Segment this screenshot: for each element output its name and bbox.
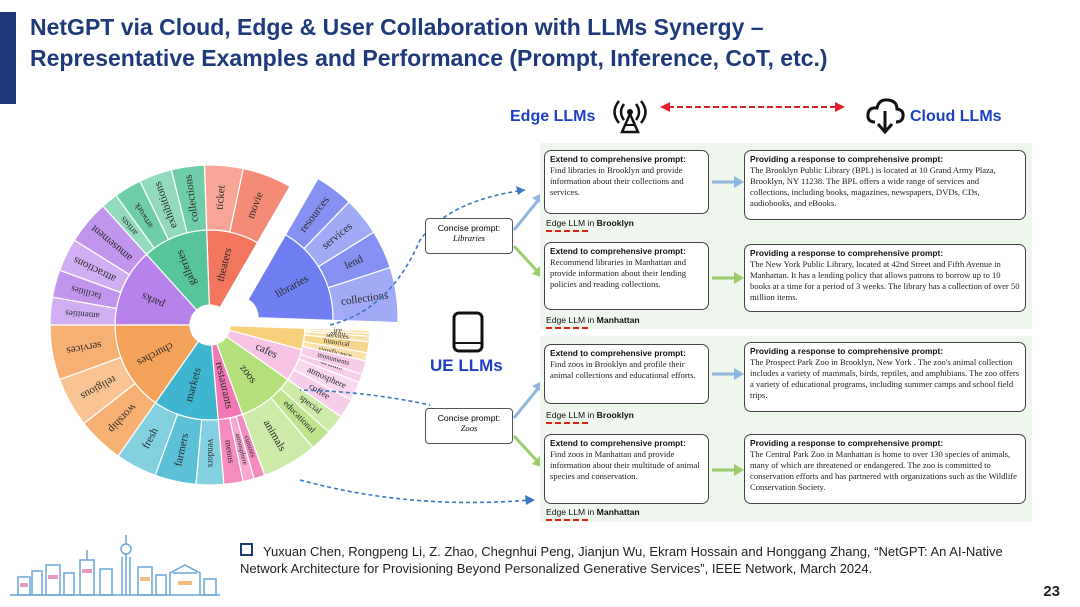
antenna-icon [613,100,647,134]
edge-llm-city: Manhattan [596,315,640,325]
sunburst-outer-segment [299,345,367,376]
sunburst-outer-segment [58,239,131,294]
edge-llm-location: Edge LLM in Brooklyn [546,218,634,232]
sunburst-outer-segment [170,164,208,234]
sunburst-outer-label: amenities [64,308,100,321]
extend-prompt-box: Extend to comprehensive prompt: Recommen… [544,242,709,310]
edge-llm-location: Edge LLM in Manhattan [546,507,640,521]
concise-prompt-zoos: Concise prompt: Zoos [425,408,513,444]
sunburst-outer-label: swim [330,328,346,337]
extend-prompt-text: Recommend libraries in Manhattan and pro… [550,257,687,289]
extend-prompt-box: Extend to comprehensive prompt: Find zoo… [544,344,709,404]
title-line-2: Representative Examples and Performance … [30,45,828,71]
slide-title: NetGPT via Cloud, Edge & User Collaborat… [30,12,1060,74]
prompt-link-arrows [300,186,535,505]
sunburst-outer-segment [229,167,291,244]
extend-prompt-text: Find libraries in Brooklyn and provide i… [550,165,684,197]
response-heading: Providing a response to comprehensive pr… [750,346,944,356]
topic-sunburst-chart: librariestheatersgalleriesparkschurchesm… [49,164,399,486]
edge-llm-location: Edge LLM in Manhattan [546,315,640,329]
response-text: The New York Public Library, located at … [750,259,1020,302]
extend-prompt-heading: Extend to comprehensive prompt: [550,438,686,448]
cloud-response-box: Providing a response to comprehensive pr… [744,244,1026,312]
edge-llm-city: Brooklyn [596,410,634,420]
edge-llm-location: Edge LLM in Brooklyn [546,410,634,424]
sunburst-outer-label: ice [334,326,343,334]
response-heading: Providing a response to comprehensive pr… [750,438,944,448]
sunburst-outer-segment [51,269,122,310]
concise-prompt-value: Zoos [460,423,478,433]
sunburst-outer-label: vendors [206,439,216,468]
cloud-response-box: Providing a response to comprehensive pr… [744,342,1026,412]
extend-prompt-text: Find zoos in Manhattan and provide infor… [550,449,700,481]
page-number: 23 [1043,583,1060,600]
sunburst-outer-segment [203,164,244,233]
edge-llm-city: Manhattan [596,507,640,517]
flow-arrow [712,464,744,476]
cloud-download-icon [866,98,905,135]
extend-prompt-text: Find zoos in Brooklyn and profile their … [550,359,696,380]
sunburst-outer-segment [154,413,203,486]
title-line-1: NetGPT via Cloud, Edge & User Collaborat… [30,14,764,40]
bullet-square-icon [240,543,253,556]
edge-llm-city: Brooklyn [596,218,634,228]
edge-llm-label: Edge LLM in [546,507,595,517]
sunburst-outer-segment [286,368,353,418]
sunburst-outer-segment [241,396,314,477]
title-accent-bar [0,12,16,104]
sunburst-outer-segment [270,387,330,449]
sunburst-outer-segment [139,169,188,241]
sunburst-outer-segment [217,417,244,486]
response-text: The Central Park Zoo in Manhattan is hom… [750,449,1017,492]
cloud-response-box: Providing a response to comprehensive pr… [744,150,1026,220]
ue-llms-heading: UE LLMs [430,356,503,375]
response-text: The Brooklyn Public Library (BPL) is loc… [750,165,996,208]
sunburst-outer-segment [73,205,148,276]
sunburst-outer-segment [102,194,155,256]
concise-prompt-label: Concise prompt: [437,223,501,233]
sunburst-outer-segment [279,378,342,433]
sunburst-outer-segment [49,296,118,326]
sunburst-outer-segment [58,356,136,425]
concise-prompt-libraries: Concise prompt: Libraries [425,218,513,254]
flow-arrow [712,176,744,188]
reference-citation: Yuxuan Chen, Rongpeng Li, Z. Zhao, Chegn… [240,543,1040,577]
response-heading: Providing a response to comprehensive pr… [750,154,944,164]
edge-llm-label: Edge LLM in [546,218,595,228]
response-text: The Prospect Park Zoo in Brooklyn, New Y… [750,357,1020,400]
cloud-response-box: Providing a response to comprehensive pr… [744,434,1026,504]
flow-arrow [712,368,744,380]
concise-prompt-value: Libraries [453,233,485,243]
sunburst-outer-segment [115,180,170,249]
sunburst-outer-label: historical [323,337,350,349]
sunburst-outer-segment [49,324,122,381]
sunburst-outer-segment [117,401,179,477]
city-skyline-illustration [10,535,220,596]
extend-prompt-box: Extend to comprehensive prompt: Find zoo… [544,434,709,504]
sunburst-outer-segment [304,327,371,335]
response-heading: Providing a response to comprehensive pr… [750,248,944,258]
concise-prompt-label: Concise prompt: [437,413,501,423]
flow-arrow [712,272,744,284]
reference-text: Yuxuan Chen, Rongpeng Li, Z. Zhao, Chegn… [240,544,1003,576]
phone-icon [452,311,484,353]
edge-cloud-link-arrow [660,102,845,112]
extend-prompt-heading: Extend to comprehensive prompt: [550,246,686,256]
sunburst-outer-segment [293,358,361,401]
extend-prompt-box: Extend to comprehensive prompt: Find lib… [544,150,709,214]
edge-llm-label: Edge LLM in [546,315,595,325]
sunburst-outer-label: menus [223,439,236,464]
edge-llms-heading: Edge LLMs [510,108,596,125]
sunburst-outer-segment [83,382,157,457]
sunburst-outer-label: ticket [214,185,228,210]
edge-llm-label: Edge LLM in [546,410,595,420]
cloud-llms-heading: Cloud LLMs [910,108,1002,125]
sunburst-outer-segment [195,418,225,486]
extend-prompt-heading: Extend to comprehensive prompt: [550,154,686,164]
sunburst-outer-label: services [326,331,349,341]
extend-prompt-heading: Extend to comprehensive prompt: [550,348,686,358]
